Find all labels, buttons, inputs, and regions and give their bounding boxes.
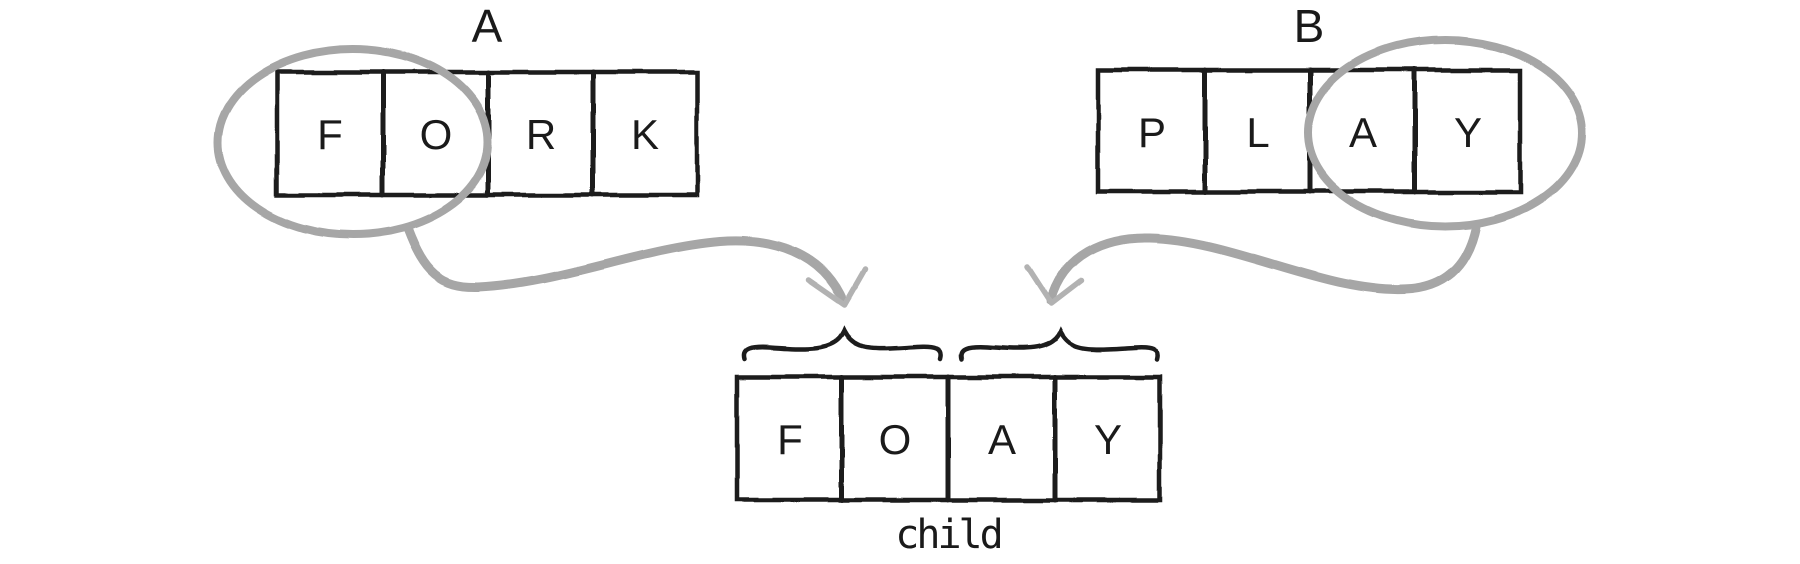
parent-b-genome-box bbox=[1095, 67, 1523, 195]
ink-layer bbox=[274, 67, 1523, 503]
parent-a-label: A bbox=[472, 0, 503, 52]
parent-b-cell-3: Y bbox=[1454, 109, 1482, 156]
parent-b-label: B bbox=[1294, 0, 1325, 52]
parent-a-cell-2: R bbox=[526, 111, 556, 158]
child-label: child bbox=[895, 512, 1000, 558]
child-left-overbrace bbox=[742, 325, 943, 362]
parent-b-cell-1: L bbox=[1246, 109, 1269, 156]
parent-a-cell-3: K bbox=[631, 111, 659, 158]
parent-a-genome-box bbox=[274, 69, 700, 198]
arrowhead-right-icon bbox=[1025, 264, 1085, 307]
pencil-annotation-layer bbox=[214, 36, 1586, 308]
child-right-overbrace bbox=[959, 325, 1160, 362]
parent-b-cell-2: A bbox=[1349, 109, 1377, 156]
arrow-from-parent-a bbox=[403, 225, 848, 307]
child-cell-3: Y bbox=[1094, 416, 1122, 463]
arrowhead-left-icon bbox=[805, 267, 867, 308]
arrow-from-parent-b bbox=[1046, 219, 1482, 306]
child-genome-box bbox=[734, 374, 1163, 503]
parent-a-cell-1: O bbox=[420, 111, 453, 158]
child-cell-2: A bbox=[988, 416, 1016, 463]
parent-b-cell-0: P bbox=[1138, 109, 1166, 156]
child-cell-1: O bbox=[879, 416, 912, 463]
parent-b-selection-ellipse bbox=[1304, 36, 1586, 230]
child-cell-0: F bbox=[777, 416, 803, 463]
parent-a-selection-ellipse bbox=[214, 45, 492, 239]
text-layer: A B F O R K P L A Y F O A Y child bbox=[317, 0, 1482, 558]
parent-a-cell-0: F bbox=[317, 111, 343, 158]
